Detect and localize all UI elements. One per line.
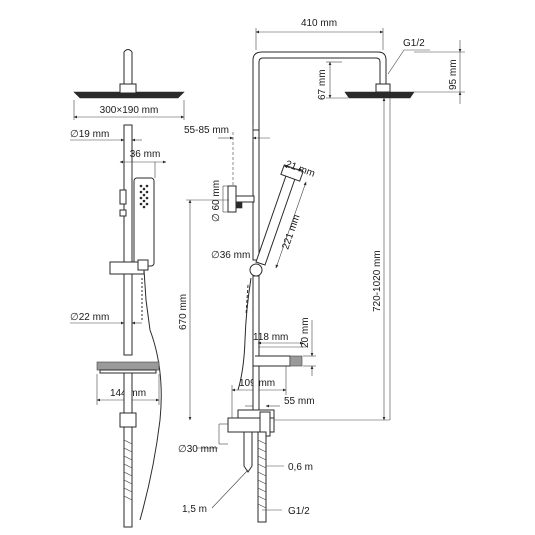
connection-top-label: G1/2 xyxy=(403,38,425,49)
rail-to-shelf-label: 55 mm xyxy=(284,396,315,407)
side-hand-shower-nozzles xyxy=(139,184,149,209)
arm-length-label: 410 mm xyxy=(301,18,337,29)
front-rail xyxy=(252,129,260,261)
front-slider xyxy=(249,263,263,277)
connection-bottom-label: G1/2 xyxy=(288,506,310,517)
hand-shower-length-label: 221 mm xyxy=(280,213,302,251)
height-adjust-label: 720-1020 mm xyxy=(372,250,383,312)
front-lower-pipe xyxy=(257,431,267,523)
side-shower-head xyxy=(73,91,185,99)
hose-short-label: 0,6 m xyxy=(288,462,313,473)
side-head-connector xyxy=(119,83,137,94)
side-shelf xyxy=(96,361,160,371)
front-shelf xyxy=(255,355,291,367)
front-view: 410 mm G1/2 95 mm 67 mm 55-85 mm xyxy=(178,18,465,523)
side-view: 300×190 mm ∅19 mm 36 mm xyxy=(70,49,185,528)
holder-diameter-label: ∅ 60 mm xyxy=(211,180,222,222)
side-hose-top xyxy=(143,269,147,301)
shelf-height-label: 20 mm xyxy=(300,317,311,348)
front-wall-holder xyxy=(227,185,237,213)
front-shelf-width-label: 118 mm xyxy=(253,332,288,343)
side-mixer xyxy=(119,412,137,428)
slider-diameter-label: ∅36 mm xyxy=(211,250,250,261)
side-lower-pipe xyxy=(123,426,133,528)
side-hand-shower xyxy=(133,177,155,267)
side-hose xyxy=(139,299,162,521)
hose-long-label: 1,5 m xyxy=(182,504,207,515)
head-size-label: 300×190 mm xyxy=(100,105,159,116)
hand-shower-width-label: 36 mm xyxy=(130,149,161,160)
holder-offset-label: 55-85 mm xyxy=(184,125,229,136)
rail-diameter-label: ∅19 mm xyxy=(70,129,109,140)
front-shower-head xyxy=(344,91,415,99)
head-height-label: 67 mm xyxy=(317,69,328,100)
head-drop-label: 95 mm xyxy=(448,59,459,90)
side-head-arm xyxy=(123,49,133,85)
mixer-to-shelf-label: 670 mm xyxy=(178,294,189,330)
mixer-diameter-label: ∅30 mm xyxy=(178,444,217,455)
lower-pipe-diameter-label: ∅22 mm xyxy=(70,312,109,323)
side-rail xyxy=(123,124,133,356)
